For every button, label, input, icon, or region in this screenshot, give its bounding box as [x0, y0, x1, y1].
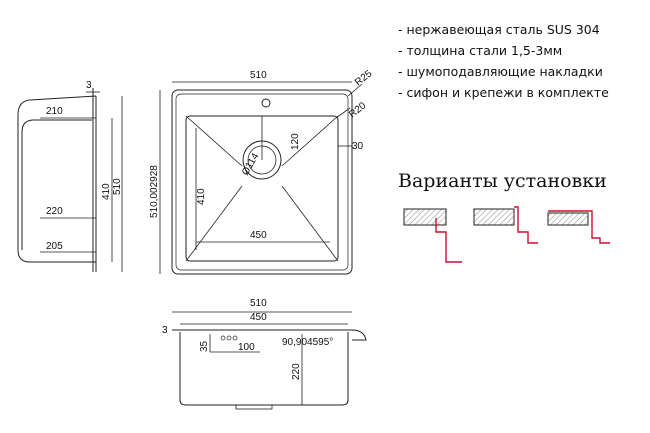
r20-leader [335, 107, 351, 119]
r25-leader [347, 83, 363, 97]
countertop-section [473, 208, 515, 226]
side-dim-205: 205 [46, 241, 63, 252]
bowl-slope-line [185, 115, 243, 167]
top-dim-510: 510 [250, 70, 267, 81]
install-variant-1 [403, 208, 462, 263]
front-dim-3: 3 [162, 325, 168, 336]
top-dim-510-vertical: 510,002928 [149, 165, 160, 218]
overflow-hole [220, 335, 226, 341]
spec-line-1: - нержавеющая сталь SUS 304 [398, 22, 600, 37]
top-view-outer-outline [171, 89, 353, 275]
front-view-rim [172, 329, 367, 341]
bowl-slope-line [281, 115, 339, 167]
front-dim-220: 220 [291, 363, 302, 380]
spec-line-2: - толщина стали 1,5-3мм [398, 43, 563, 58]
install-variant-2 [473, 206, 538, 244]
front-view [172, 311, 367, 410]
front-dim-100: 100 [238, 342, 255, 353]
side-view-bowl-inner [21, 119, 92, 250]
top-dim-r25: R25 [353, 68, 375, 88]
overflow-hole [226, 335, 232, 341]
front-dim-450: 450 [250, 312, 267, 323]
top-dim-410: 410 [196, 188, 207, 205]
side-dim-220: 220 [46, 206, 63, 217]
spec-line-3: - шумоподавляющие накладки [398, 64, 603, 79]
side-dim-510: 510 [112, 178, 123, 195]
front-dim-510: 510 [250, 298, 267, 309]
side-dim-410: 410 [101, 183, 112, 200]
sink-profile-overmount [548, 210, 610, 244]
countertop-section [403, 208, 447, 226]
overflow-hole [232, 335, 238, 341]
sink-profile-flush [514, 206, 538, 244]
drain-outlet [235, 404, 273, 410]
top-view-rim [175, 93, 349, 271]
side-dim-210: 210 [46, 106, 63, 117]
top-dim-450: 450 [250, 230, 267, 241]
countertop-section [547, 212, 589, 226]
top-view [159, 81, 363, 275]
install-variants-heading: Варианты установки [398, 170, 607, 192]
faucet-hole [261, 98, 271, 108]
top-dim-r20: R20 [347, 100, 369, 120]
top-dim-30: 30 [352, 141, 364, 152]
spec-line-4: - сифон и крепежи в комплекте [398, 85, 609, 100]
install-variant-3 [547, 210, 610, 244]
front-dim-angle: 90,904595° [282, 337, 333, 348]
bowl-slope-line [281, 185, 339, 262]
side-view-bowl-outline [17, 95, 97, 272]
side-dim-3: 3 [86, 80, 92, 91]
side-view [17, 88, 123, 272]
top-dim-120: 120 [290, 133, 301, 150]
sink-profile-undermount [435, 218, 462, 263]
bowl-slope-line [185, 185, 243, 262]
front-dim-35: 35 [199, 340, 210, 352]
